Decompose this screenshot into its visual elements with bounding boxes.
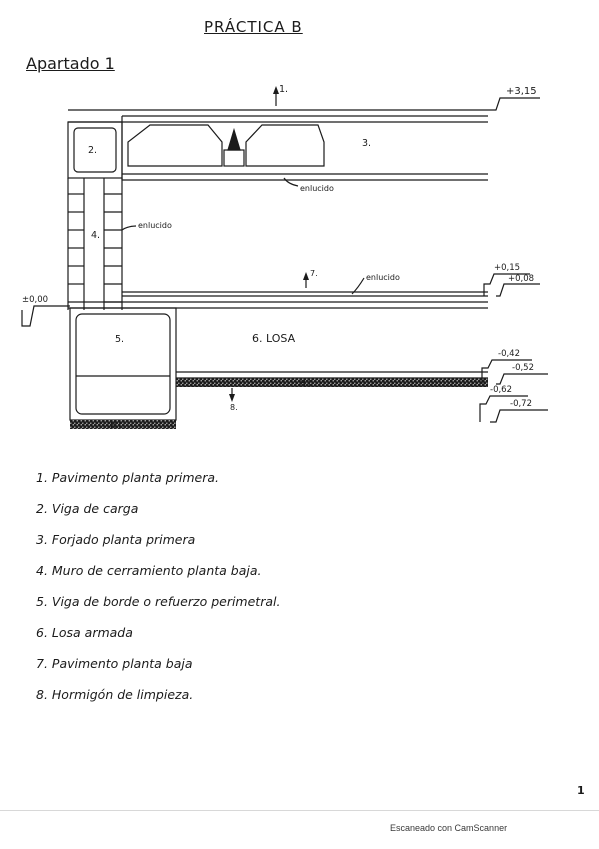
level-low-a: -0,42 <box>498 349 520 359</box>
level-base-a: -0,62 <box>490 385 512 395</box>
upper-floor-slab <box>68 109 488 181</box>
callout-5: 5. <box>115 334 124 345</box>
legend-item: 7. Pavimento planta baja <box>36 656 193 671</box>
callout-1: 1. <box>279 84 288 95</box>
page-number: 1 <box>577 784 585 797</box>
slab-underside <box>70 371 488 429</box>
callout-4: 4. <box>91 230 100 241</box>
callout-arrows <box>121 86 365 402</box>
level-low-b: -0,52 <box>512 363 534 373</box>
slab-vaults <box>127 124 325 167</box>
level-markers <box>21 97 548 423</box>
level-left: ±0,00 <box>22 295 48 305</box>
level-base-b: -0,72 <box>510 399 532 409</box>
construction-section-drawing: 1. 2. 3. 4. 5. 6. LOSA 7. 8. enlucido en… <box>21 84 548 430</box>
legend-item: 2. Viga de carga <box>36 501 139 516</box>
callout-2: 2. <box>88 145 97 156</box>
callout-3: 3. <box>362 138 371 149</box>
scanner-footer <box>0 810 599 849</box>
page-title: PRÁCTICA B <box>204 18 303 36</box>
section-heading: Apartado 1 <box>26 54 115 73</box>
callout-6: 6. LOSA <box>252 332 296 345</box>
plaster-label-wall: enlucido <box>138 221 172 230</box>
plaster-label-ground: enlucido <box>366 273 400 282</box>
legend-item: 3. Forjado planta primera <box>36 532 196 547</box>
legend-item: 1. Pavimento planta primera. <box>36 470 219 485</box>
legend-list: 1. Pavimento planta primera. 2. Viga de … <box>36 462 280 710</box>
callout-8: 8. <box>230 403 238 412</box>
legend-item: 5. Viga de borde o refuerzo perimetral. <box>36 594 281 609</box>
callout-7: 7. <box>310 269 318 278</box>
level-mid-b: +0,08 <box>508 274 534 284</box>
load-beam <box>67 121 123 179</box>
level-mid-a: +0,15 <box>494 263 520 273</box>
scanner-watermark: Escaneado con CamScanner <box>390 823 508 833</box>
ground-floor-pavement <box>68 291 488 309</box>
legend-item: 6. Losa armada <box>36 625 133 640</box>
scanned-page: PRÁCTICA B Apartado 1 <box>21 18 585 797</box>
edge-beam <box>69 307 177 421</box>
block-wall <box>67 178 123 310</box>
lean-concrete-label-slab: H.L <box>300 379 313 388</box>
legend-item: 4. Muro de cerramiento planta baja. <box>36 563 262 578</box>
legend-item: 8. Hormigón de limpieza. <box>36 687 194 702</box>
level-top: +3,15 <box>506 86 537 97</box>
lean-concrete-label-beam: H.L <box>110 421 123 430</box>
plaster-label-upper: enlucido <box>300 184 334 193</box>
